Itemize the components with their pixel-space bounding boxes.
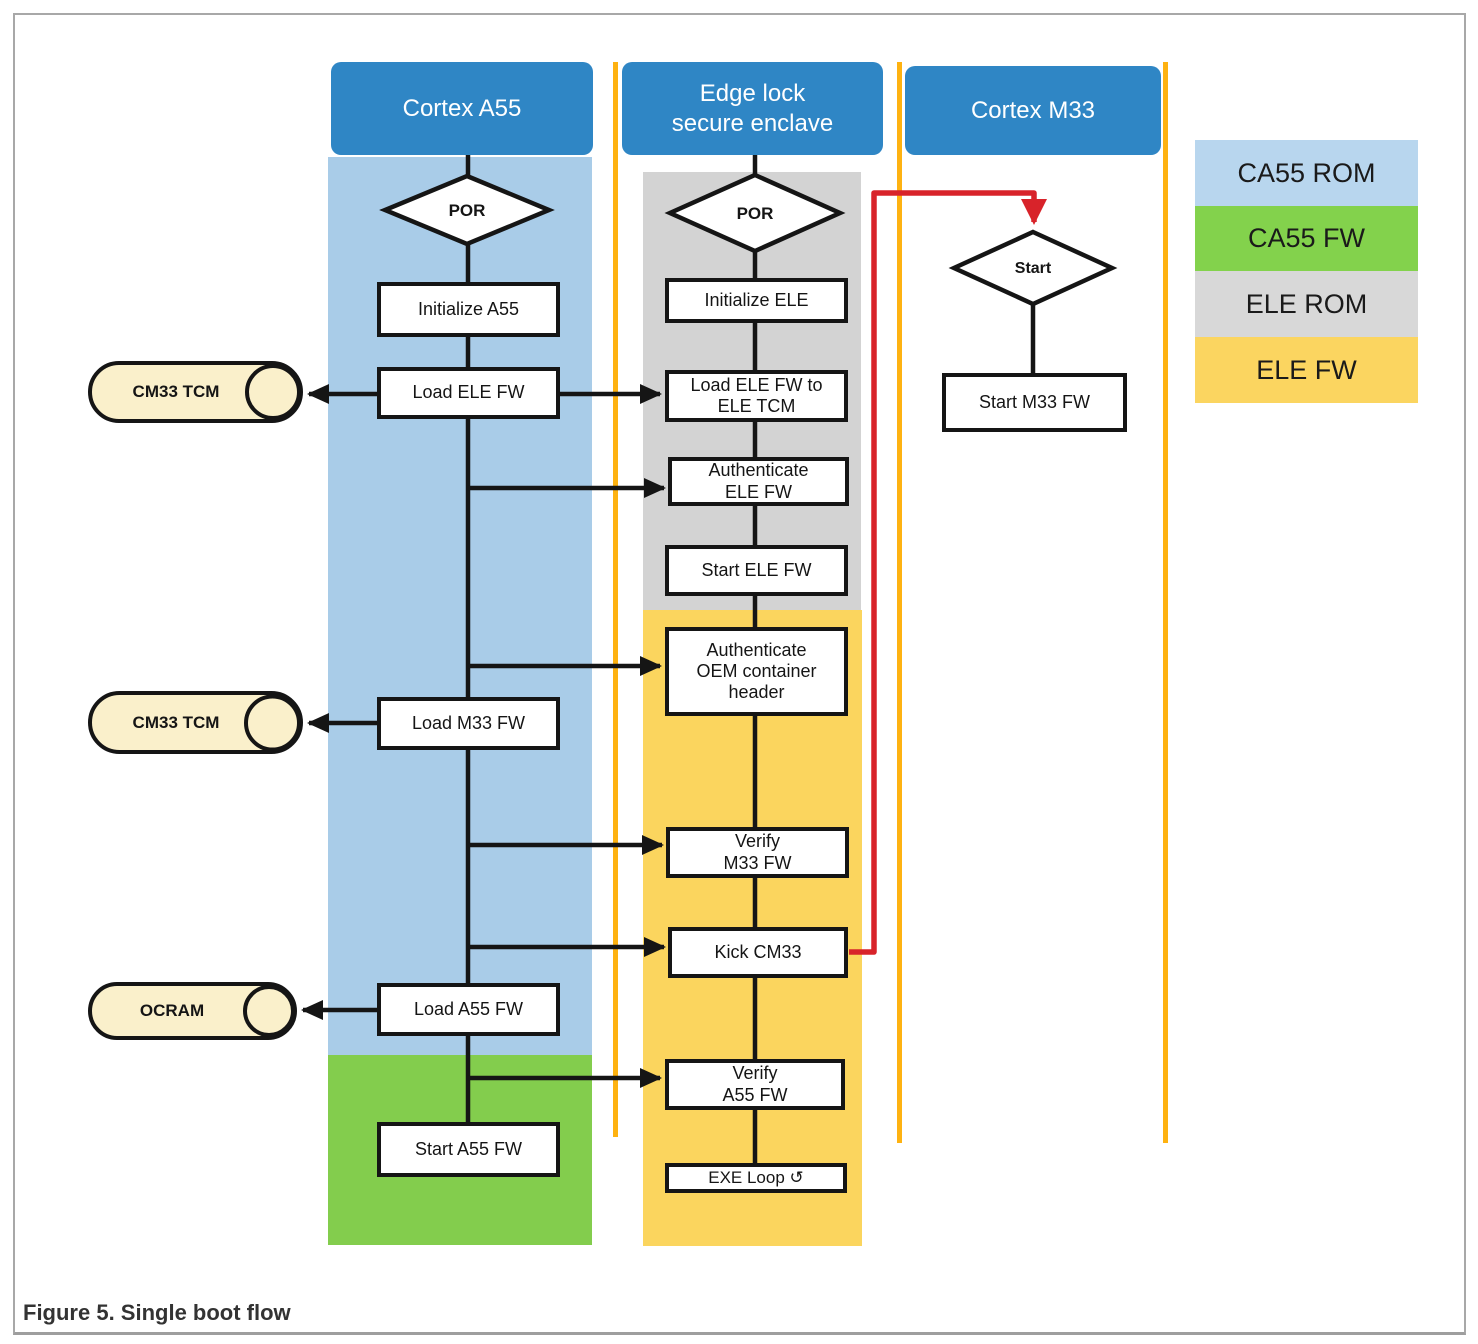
start-diamond-m33 (948, 229, 1118, 307)
por-label-a55: POR (448, 201, 486, 220)
cylinder-end-cap (244, 694, 301, 751)
legend-item-ca55-fw: CA55 FW (1195, 206, 1418, 271)
step-verify-m33-fw: Verify M33 FW (666, 827, 849, 878)
cylinder-end-cap (245, 364, 301, 420)
step-authenticate-ele-fw: Authenticate ELE FW (668, 457, 849, 506)
memory-cm33-tcm-mid-label: CM33 TCM (132, 712, 220, 732)
lane-separator-3 (1163, 62, 1168, 1143)
lane-separator-1 (613, 62, 618, 1137)
step-verify-a55-fw: Verify A55 FW (665, 1059, 845, 1110)
step-initialize-a55: Initialize A55 (377, 282, 560, 337)
step-load-m33-fw: Load M33 FW (377, 697, 560, 750)
memory-cm33-tcm-top: CM33 TCM (88, 361, 303, 423)
step-start-ele-fw: Start ELE FW (665, 545, 848, 596)
lane-header-cortex-a55: Cortex A55 (331, 62, 593, 155)
legend-item-ca55-rom: CA55 ROM (1195, 140, 1418, 206)
por-label-ele: POR (736, 204, 774, 223)
lane-header-cortex-m33: Cortex M33 (905, 66, 1161, 155)
step-start-a55-fw: Start A55 FW (377, 1122, 560, 1177)
step-exe-loop: EXE Loop ↺ (665, 1163, 847, 1193)
red-arrow-kick-cm33-to-start (849, 190, 1047, 955)
step-load-a55-fw: Load A55 FW (377, 983, 560, 1036)
figure-caption: Figure 5. Single boot flow (23, 1300, 291, 1325)
step-kick-cm33: Kick CM33 (668, 927, 848, 978)
memory-cm33-tcm-top-label: CM33 TCM (132, 382, 220, 401)
legend-item-ele-fw: ELE FW (1195, 337, 1418, 403)
por-diamond-a55 (379, 173, 555, 247)
lane-header-cortex-m33-label: Cortex M33 (970, 96, 1096, 124)
memory-cm33-tcm-mid: CM33 TCM (88, 691, 303, 754)
step-load-ele-fw-to-ele-tcm: Load ELE FW to ELE TCM (665, 370, 848, 422)
por-diamond-ele (664, 172, 846, 254)
step-initialize-ele: Initialize ELE (665, 278, 848, 323)
step-authenticate-oem-container-header: Authenticate OEM container header (665, 627, 848, 716)
cylinder-end-cap (243, 985, 295, 1037)
memory-ocram: OCRAM (88, 982, 297, 1040)
start-label-m33: Start (1014, 260, 1052, 277)
lane-header-edge-lock: Edge lock secure enclave (622, 62, 883, 155)
step-load-ele-fw: Load ELE FW (377, 367, 560, 419)
lane-header-edge-lock-label: Edge lock secure enclave (671, 79, 834, 137)
lane-separator-2 (897, 62, 902, 1143)
memory-ocram-label: OCRAM (139, 1001, 205, 1020)
lane-header-cortex-a55-label: Cortex A55 (402, 94, 522, 122)
step-start-m33-fw: Start M33 FW (942, 373, 1127, 432)
legend: CA55 ROM CA55 FW ELE ROM ELE FW (1195, 140, 1418, 403)
legend-item-ele-rom: ELE ROM (1195, 271, 1418, 337)
